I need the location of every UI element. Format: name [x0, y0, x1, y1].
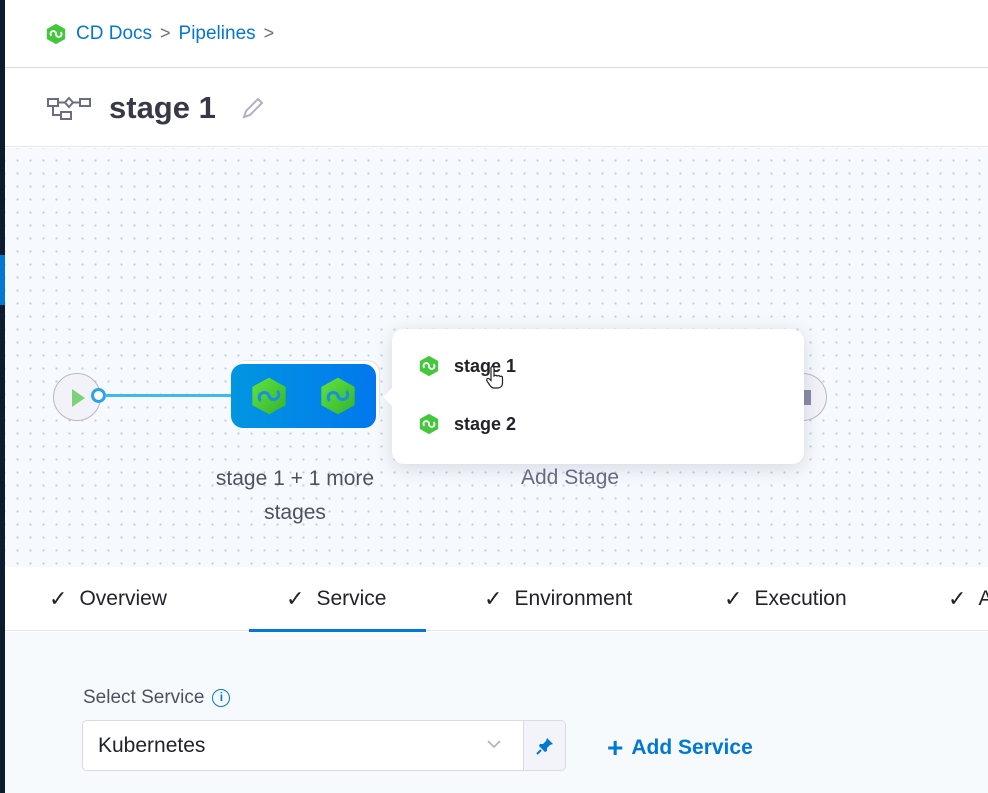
service-panel: Select Service i Kubernetes + Add Service [5, 632, 988, 793]
label-text: Select Service [83, 687, 205, 708]
tab-label: Execution [754, 587, 847, 610]
deploy-stage-icon [419, 355, 439, 377]
tab-environment[interactable]: ✓ Environment [484, 567, 632, 631]
stage-group-popover: stage 1 stage 2 [383, 329, 804, 464]
select-service-label: Select Service i [83, 687, 231, 709]
deploy-stage-icon [419, 413, 439, 435]
check-icon: ✓ [49, 586, 68, 611]
edit-pencil-icon[interactable] [240, 95, 266, 121]
service-select[interactable]: Kubernetes [82, 720, 524, 771]
tab-advanced[interactable]: ✓A [948, 567, 988, 631]
stage-group-label: stage 1 + 1 more stages [215, 467, 375, 524]
tab-execution[interactable]: ✓ Execution [724, 567, 847, 631]
check-icon: ✓ [724, 586, 743, 611]
check-icon: ✓ [286, 586, 305, 611]
chevron-right-icon: > [263, 23, 275, 43]
cd-module-icon [46, 23, 66, 44]
pipeline-start-node[interactable] [53, 373, 101, 421]
stage-header: stage 1 [5, 69, 988, 147]
stage-group-node[interactable] [231, 364, 376, 428]
popover-item-label: stage 2 [454, 413, 517, 434]
check-icon: ✓ [484, 586, 503, 611]
tab-label: A [978, 587, 988, 610]
breadcrumb-pipelines[interactable]: Pipelines [178, 22, 256, 44]
tab-label: Service [316, 587, 387, 610]
tab-label: Environment [514, 587, 633, 610]
breadcrumb: CD Docs > Pipelines > [5, 0, 988, 68]
deploy-stage-icon [252, 377, 286, 415]
pipeline-link [105, 394, 235, 397]
left-nav-active-indicator [0, 255, 5, 305]
selected-value: Kubernetes [98, 733, 206, 757]
chevron-right-icon: > [160, 23, 171, 43]
popover-item-stage-1[interactable]: stage 1 [418, 355, 516, 377]
popover-item-label: stage 1 [454, 355, 517, 376]
pin-button[interactable] [524, 720, 566, 771]
stop-icon [803, 390, 811, 405]
start-port[interactable] [91, 388, 106, 403]
pin-icon [535, 737, 553, 755]
tab-overview[interactable]: ✓ Overview [49, 567, 167, 631]
pipeline-stage-icon [47, 95, 91, 120]
add-service-button[interactable]: + Add Service [607, 732, 753, 764]
check-icon: ✓ [948, 586, 967, 611]
popover-item-stage-2[interactable]: stage 2 [418, 413, 516, 435]
tab-label: Overview [79, 587, 167, 610]
chevron-down-icon [487, 740, 501, 749]
tab-service[interactable]: ✓ Service [248, 567, 428, 632]
stage-tabs: ✓ Overview ✓ Service ✓ Environment ✓ Executi… [5, 567, 988, 632]
deploy-stage-icon [321, 377, 355, 415]
info-icon[interactable]: i [212, 689, 231, 707]
hand-cursor-icon [486, 366, 504, 389]
play-icon [72, 389, 85, 407]
left-nav-strip [0, 0, 5, 793]
add-service-label: Add Service [631, 736, 753, 759]
add-stage-button[interactable]: Add Stage [521, 466, 620, 489]
page-title: stage 1 [109, 89, 216, 125]
breadcrumb-cd-docs[interactable]: CD Docs [76, 22, 153, 44]
plus-icon: + [607, 732, 624, 763]
